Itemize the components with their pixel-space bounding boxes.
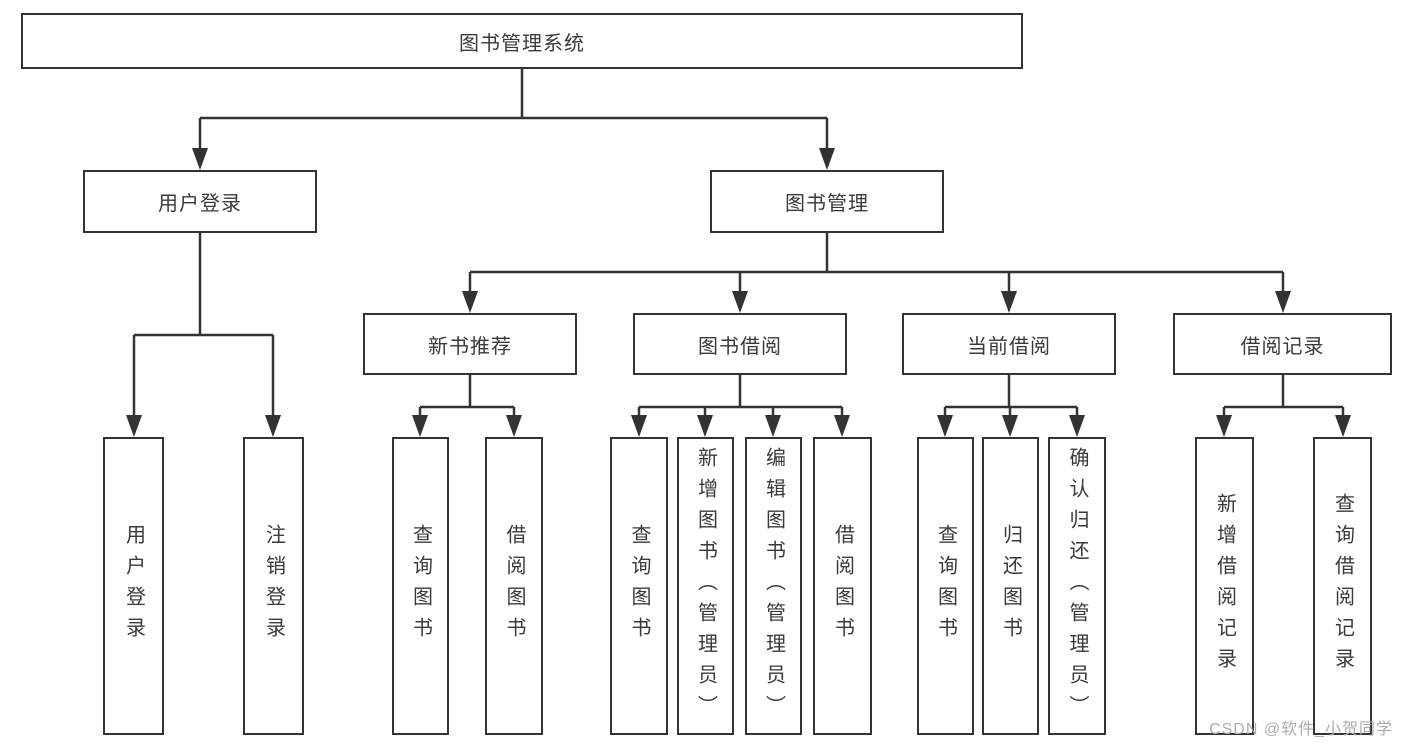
node-book-mgmt: 图书管理 — [710, 170, 944, 233]
connector-new-book-rec-children — [412, 375, 522, 437]
leaf-borrow-book-rec: 借阅图书 — [485, 437, 543, 735]
leaf-query-book-borrow: 查询图书 — [610, 437, 668, 735]
node-borrow-records: 借阅记录 — [1173, 313, 1392, 375]
leaf-logout: 注销登录 — [243, 437, 304, 735]
leaf-borrow-book: 借阅图书 — [813, 437, 872, 735]
connector-root-to-level2 — [192, 69, 835, 170]
node-new-book-rec: 新书推荐 — [363, 313, 577, 375]
connector-book-borrow-children — [631, 375, 850, 437]
connector-book-mgmt-children — [462, 233, 1291, 313]
leaf-add-book-admin: 新增图书（管理员） — [677, 437, 734, 735]
connector-borrow-records-children — [1216, 375, 1351, 437]
leaf-user-login: 用户登录 — [103, 437, 164, 735]
leaf-return-book: 归还图书 — [982, 437, 1039, 735]
leaf-add-borrow-record: 新增借阅记录 — [1195, 437, 1254, 735]
node-book-borrow: 图书借阅 — [633, 313, 847, 375]
node-user-login: 用户登录 — [83, 170, 317, 233]
node-current-borrow: 当前借阅 — [902, 313, 1116, 375]
leaf-edit-book-admin: 编辑图书（管理员） — [745, 437, 802, 735]
csdn-watermark: CSDN @软件_小贺同学 — [1209, 721, 1393, 738]
node-root: 图书管理系统 — [21, 13, 1023, 69]
connector-current-borrow-children — [937, 375, 1085, 437]
leaf-query-book-current: 查询图书 — [917, 437, 974, 735]
leaf-query-borrow-record: 查询借阅记录 — [1313, 437, 1372, 735]
connector-user-login-children — [126, 233, 281, 437]
leaf-query-book-rec: 查询图书 — [392, 437, 449, 735]
leaf-confirm-return-admin: 确认归还（管理员） — [1048, 437, 1106, 735]
